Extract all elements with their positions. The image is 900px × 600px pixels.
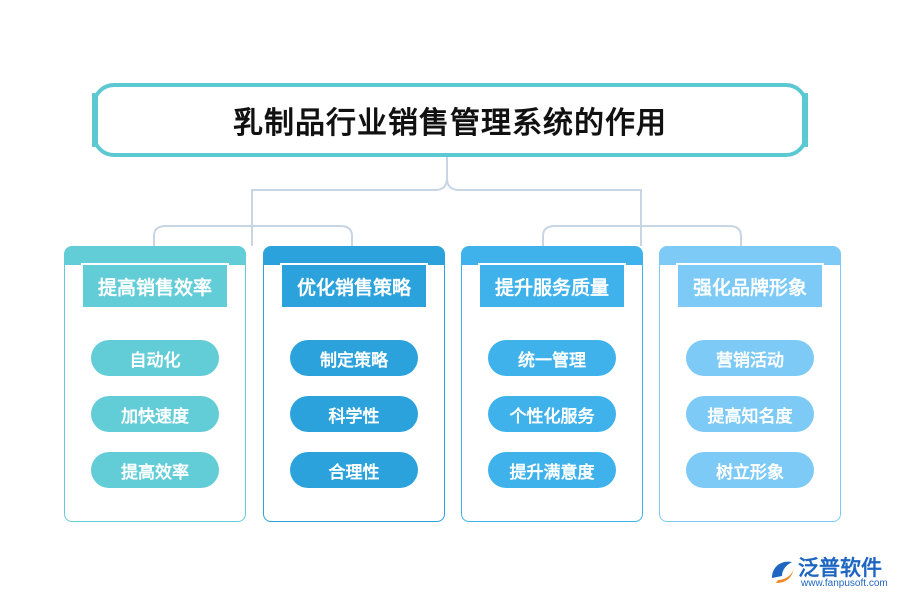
card-band <box>264 247 444 265</box>
diagram-title: 乳制品行业销售管理系统的作用 <box>233 106 667 141</box>
card-band <box>462 247 642 265</box>
brand-logo: 泛普软件 www.fanpusoft.com <box>768 554 893 596</box>
card-heading: 优化销售策略 <box>280 263 428 309</box>
card-efficiency: 提高销售效率 自动化 加快速度 提高效率 <box>64 246 246 522</box>
card-band <box>65 247 245 265</box>
logo-name: 泛普软件 <box>798 556 882 580</box>
card-service: 提升服务质量 统一管理 个性化服务 提升满意度 <box>461 246 643 522</box>
logo-url: www.fanpusoft.com <box>801 578 888 589</box>
card-heading: 提升服务质量 <box>478 263 626 309</box>
logo-icon <box>772 561 794 583</box>
card-heading: 强化品牌形象 <box>676 263 824 309</box>
card-heading: 提高销售效率 <box>81 263 229 309</box>
card-strategy: 优化销售策略 制定策略 科学性 合理性 <box>263 246 445 522</box>
title-box: 乳制品行业销售管理系统的作用 <box>92 83 808 157</box>
card-item: 统一管理 <box>488 340 616 376</box>
card-item: 树立形象 <box>686 452 814 488</box>
card-item: 自动化 <box>91 340 219 376</box>
card-item: 加快速度 <box>91 396 219 432</box>
card-item: 提高知名度 <box>686 396 814 432</box>
card-item: 提升满意度 <box>488 452 616 488</box>
card-item: 制定策略 <box>290 340 418 376</box>
card-item: 个性化服务 <box>488 396 616 432</box>
card-band <box>660 247 840 265</box>
card-item: 科学性 <box>290 396 418 432</box>
card-brand: 强化品牌形象 营销活动 提高知名度 树立形象 <box>659 246 841 522</box>
card-item: 提高效率 <box>91 452 219 488</box>
card-item: 合理性 <box>290 452 418 488</box>
card-item: 营销活动 <box>686 340 814 376</box>
